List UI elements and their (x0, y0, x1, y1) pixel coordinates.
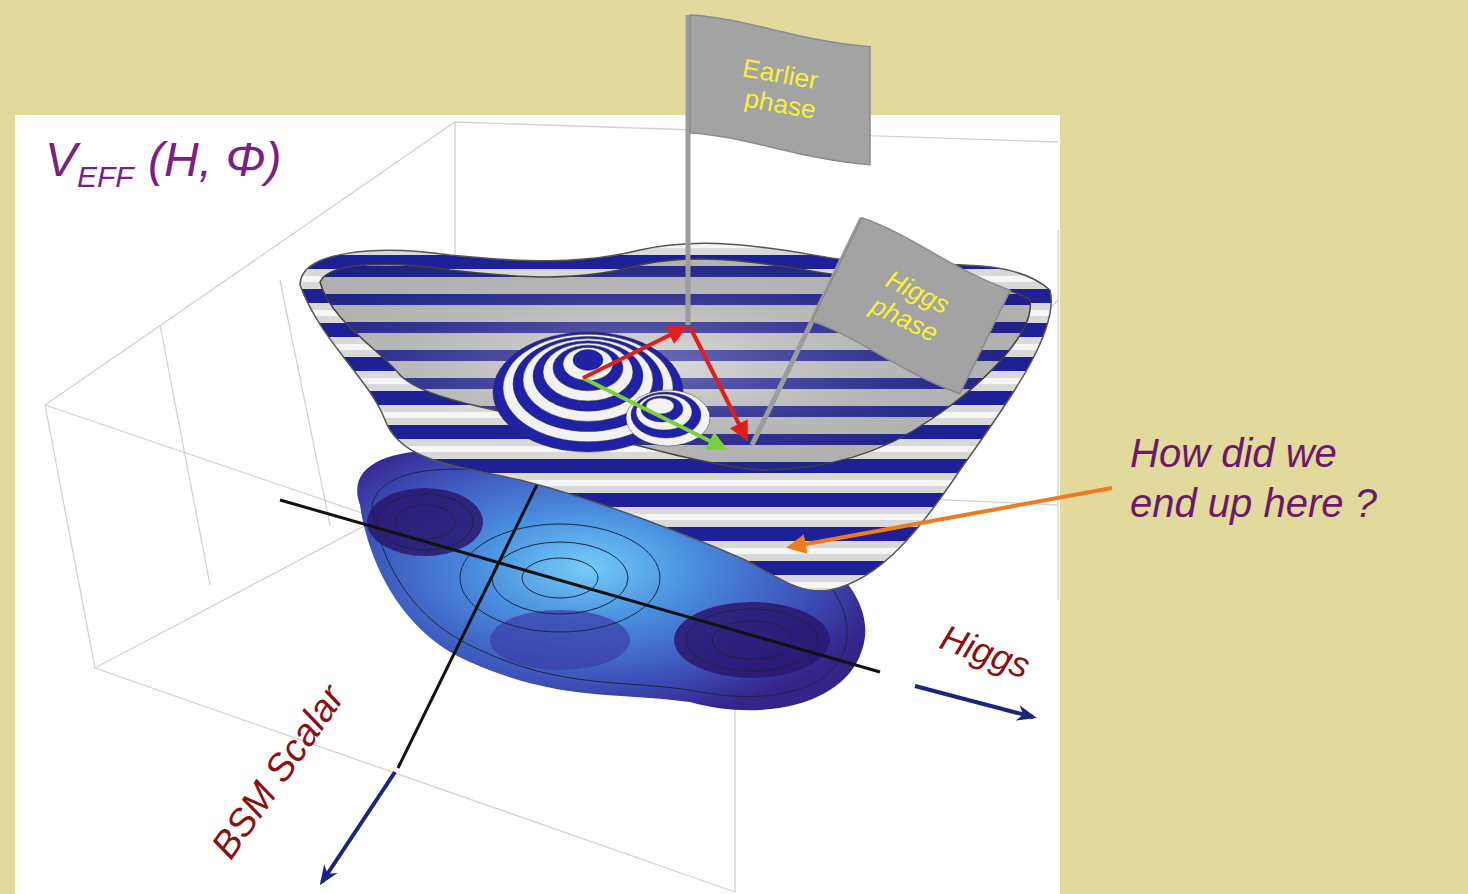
dome-lobe-ring (636, 394, 692, 430)
title-subscript: EFF (77, 160, 134, 193)
contour-line (686, 609, 818, 671)
phase-flag: Earlier phase (690, 15, 870, 165)
white-panel (15, 115, 1060, 894)
contour-minimum (674, 602, 830, 678)
axis-label: BSM Scalar (203, 677, 353, 866)
bowl-wall (300, 243, 1051, 591)
callout-arrow (790, 488, 1112, 547)
second-transition-arrow (690, 327, 746, 438)
bsm-axis-line (398, 448, 555, 768)
central-dome (493, 332, 710, 452)
potential-title: VEFF (H, Φ) (45, 132, 282, 194)
potential-surface (300, 243, 1051, 591)
direct-transition-arrow (583, 378, 724, 448)
title-text: (H, Φ) (148, 133, 281, 186)
phase-flag: Higgs phase (812, 218, 1011, 394)
contour-line (492, 542, 628, 614)
contour-minimum (367, 488, 483, 556)
first-transition-arrow (583, 328, 684, 378)
dome-ring (543, 343, 633, 401)
flag-cloth (811, 216, 1011, 395)
dome-ring (553, 345, 623, 391)
contour-saddle (490, 610, 630, 670)
title-text: V (45, 133, 77, 186)
bsm-axis-arrow (322, 772, 395, 882)
contour-line (395, 505, 455, 539)
axis-label: Higgs (935, 617, 1036, 688)
dome-ring (573, 350, 603, 371)
flag-cloth (690, 13, 870, 167)
higgs-axis-arrow (915, 686, 1033, 717)
contour-line (522, 558, 598, 598)
bounding-box-wireframe (45, 122, 1058, 892)
callout-question: How did we end up here ? (1130, 428, 1395, 528)
